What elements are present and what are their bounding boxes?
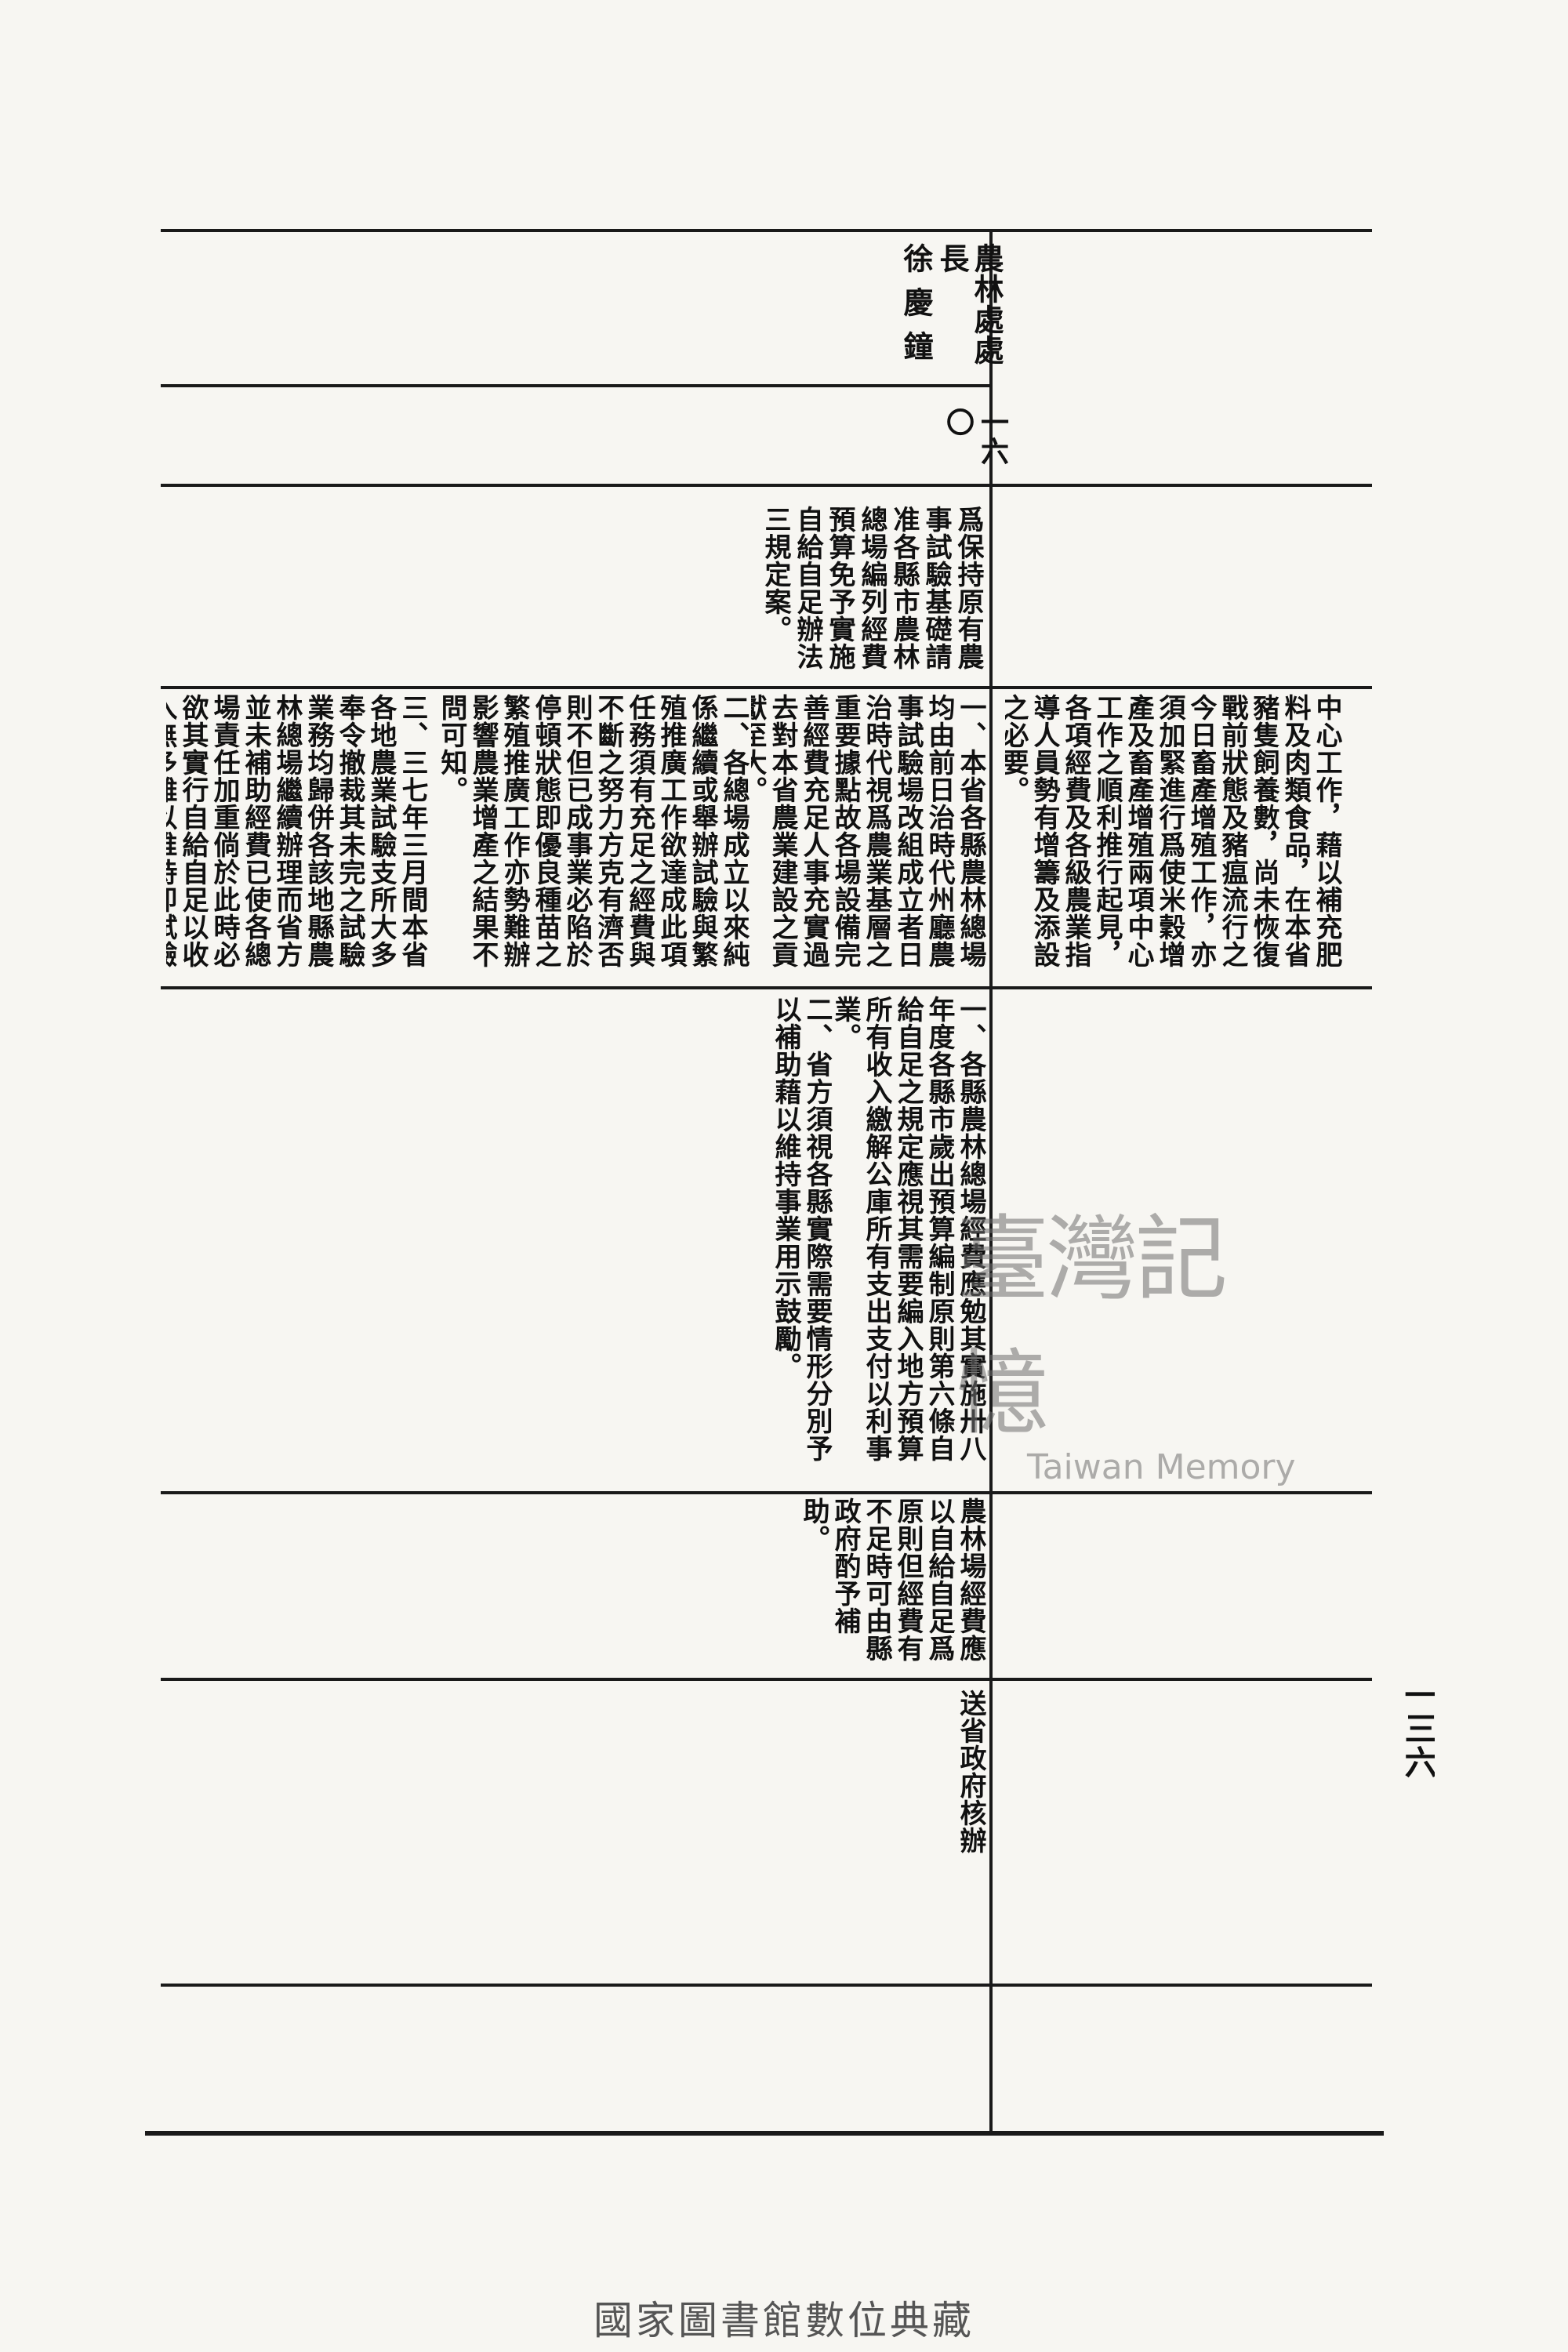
- rule-reasons: [161, 986, 1372, 989]
- rule-header-2: [161, 484, 1372, 487]
- page-number: 一三六: [1399, 1678, 1435, 1779]
- rule-review: [161, 1678, 1372, 1681]
- subject-text: 爲保持原有農事試驗基礎請准各縣市農林總場編列經費預算免予實施自給自足辦法三規定案…: [760, 506, 984, 670]
- watermark-en: Taiwan Memory: [1027, 1447, 1296, 1487]
- reason-1: 一、本省各縣農林總場均由前日治時代州廳農事試驗場改組成立者日治時代視爲農業基層之…: [751, 694, 986, 968]
- header-title: 農林處處長: [935, 243, 1004, 365]
- rule-header-1: [161, 384, 992, 387]
- taiwan-memory-watermark-logo: 臺灣記憶 Taiwan Memory: [956, 1184, 1301, 1487]
- rule-resolution: [161, 1984, 1372, 1987]
- method-1: 一、各縣農林總場經費應勉其實施卅八年度各縣市歲出預算編制原則第六條自給自足之規定…: [833, 996, 986, 1462]
- method-2: 二、省方須視各縣實際需要情形分別予以補助藉以維持事業用示鼓勵。: [770, 996, 833, 1462]
- item-number: 一六〇: [942, 408, 1009, 466]
- footer-credit: 國家圖書館數位典藏: [593, 2298, 975, 2343]
- rule-subject: [161, 686, 1372, 689]
- header-name: 徐慶鐘: [898, 243, 933, 375]
- rule-bottom: [145, 2131, 1384, 2136]
- rule-top: [161, 229, 1372, 232]
- reason-2: 二、各總場成立以來純係繼續或舉辦試驗與繁殖推廣工作欲達成此項任務須有充足之經費與…: [436, 694, 750, 968]
- resolution-text: 送省政府核辦: [955, 1690, 986, 1854]
- right-column-text: 中心工作，藉以補充肥料及肉類食品，在本省豬隻飼養數，尚未恢復戰前狀態及豬瘟流行之…: [1005, 694, 1342, 968]
- rule-methods: [161, 1491, 1372, 1494]
- column-divider: [989, 229, 993, 2134]
- reason-3: 三、三七年三月間本省各地農業試驗支所大多奉令撤裁其未完之試驗業務均歸併各該地縣農…: [166, 694, 428, 968]
- watermark-cjk: 臺灣記憶: [956, 1205, 1228, 1447]
- review-text: 農林場經費應以自給自足爲原則但經費有不足時可由縣政府酌予補助。: [798, 1497, 986, 1662]
